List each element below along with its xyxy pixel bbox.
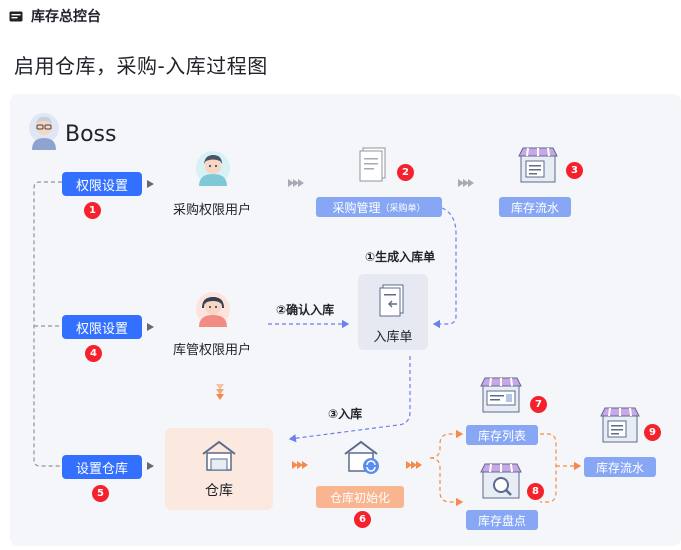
inbound-order-card[interactable]: 入库单 — [358, 274, 428, 350]
warehouse-label: 仓库 — [205, 483, 233, 499]
inbound-document-icon — [378, 284, 408, 322]
step-badge-8: 8 — [527, 483, 544, 500]
step-badge-5: 5 — [92, 485, 109, 502]
stock-list-button[interactable]: 库存列表 — [466, 425, 538, 445]
step-badge-7: 7 — [530, 396, 547, 413]
house-refresh-icon — [343, 440, 383, 480]
step-badge-1: 1 — [84, 202, 101, 219]
step-badge-4: 4 — [85, 345, 102, 362]
gen-inbound-label: ①生成入库单 — [365, 250, 436, 264]
do-inbound-label: ③入库 — [328, 407, 363, 421]
window-header: 库存总控台 — [9, 6, 101, 26]
boss-avatar-icon — [28, 112, 60, 154]
step-badge-9: 9 — [644, 424, 661, 441]
document-icon — [357, 146, 389, 190]
store-icon — [518, 146, 558, 190]
warehouse-init-button[interactable]: 仓库初始化 — [316, 486, 404, 508]
house-icon — [201, 440, 237, 476]
store-flow-icon — [600, 406, 640, 450]
purchase-mgmt-label: 采购管理 — [332, 200, 381, 215]
step-badge-3: 3 — [566, 162, 583, 179]
warehouse-user-label: 库管权限用户 — [173, 343, 252, 358]
console-icon — [9, 11, 23, 22]
inbound-order-label: 入库单 — [373, 330, 413, 345]
step-badge-2: 2 — [397, 164, 414, 181]
confirm-inbound-label: ②确认入库 — [276, 303, 335, 317]
store-magnifier-icon — [480, 462, 522, 506]
male-user-avatar-icon — [195, 291, 231, 331]
page-title: 启用仓库，采购-入库过程图 — [14, 54, 268, 78]
header-title: 库存总控台 — [31, 9, 101, 25]
set-warehouse-button[interactable]: 设置仓库 — [62, 455, 142, 479]
connector-lines — [33, 179, 582, 507]
stock-flow-button-3[interactable]: 库存流水 — [499, 197, 571, 217]
female-user-avatar-icon — [195, 150, 231, 190]
stock-check-button[interactable]: 库存盘点 — [466, 510, 538, 530]
warehouse-card[interactable]: 仓库 — [165, 428, 273, 510]
boss-label: Boss — [65, 122, 117, 147]
purchase-mgmt-sublabel: （采购单） — [380, 203, 426, 214]
perm-setting-button-1[interactable]: 权限设置 — [62, 172, 142, 196]
perm-setting-button-4[interactable]: 权限设置 — [62, 315, 142, 339]
process-diagram: Boss 权限设置 1 采购权限用户 2 采购管理 （采购单） — [10, 94, 681, 546]
step-badge-6: 6 — [354, 511, 371, 528]
purchase-user-label: 采购权限用户 — [173, 203, 252, 218]
stock-flow-button-9[interactable]: 库存流水 — [584, 457, 656, 477]
store-list-icon — [480, 376, 522, 420]
purchase-mgmt-button[interactable]: 采购管理 （采购单） — [316, 197, 442, 217]
